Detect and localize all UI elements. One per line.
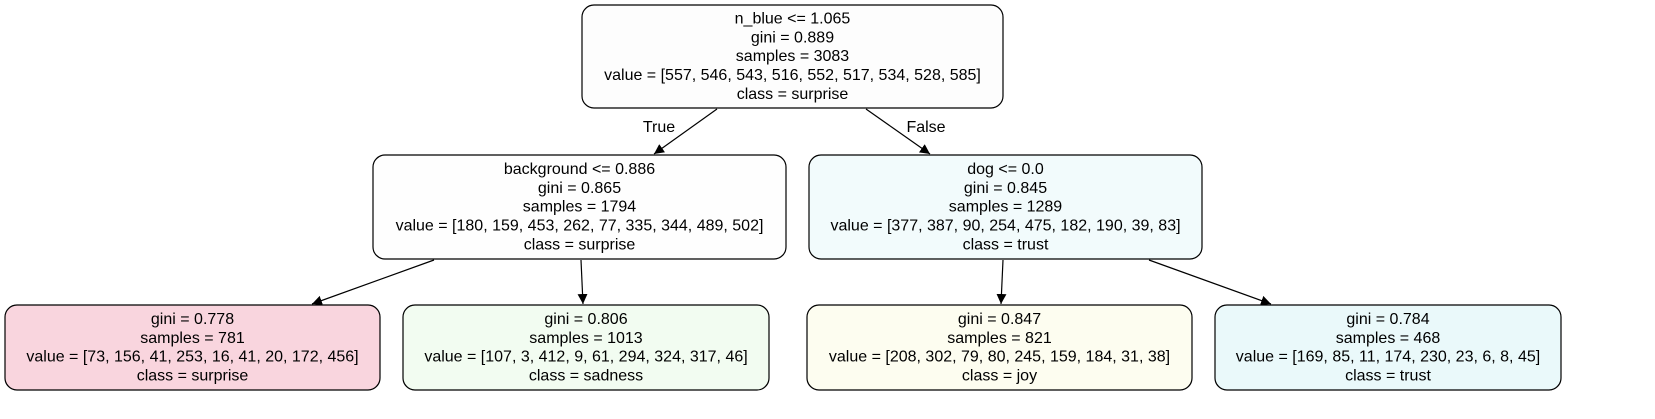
tree-node-right: dog <= 0.0 gini = 0.845 samples = 1289 valu… <box>808 154 1203 260</box>
node-line: gini = 0.847 <box>958 311 1041 328</box>
node-line: n_blue <= 1.065 <box>735 11 851 28</box>
node-line: class = trust <box>963 236 1049 253</box>
edge-label-false: False <box>906 119 945 136</box>
node-line: gini = 0.889 <box>751 29 834 46</box>
node-line: samples = 1289 <box>949 199 1063 216</box>
tree-node-right-right: gini = 0.784 samples = 468 value = [169, 8… <box>1214 304 1562 391</box>
node-line: class = sadness <box>529 367 643 384</box>
node-line: samples = 1013 <box>529 330 643 347</box>
node-line: gini = 0.845 <box>964 180 1047 197</box>
node-line: background <= 0.886 <box>504 161 655 178</box>
node-line: value = [107, 3, 412, 9, 61, 294, 324, 3… <box>424 349 747 366</box>
node-box <box>372 154 787 260</box>
node-line: gini = 0.806 <box>544 311 627 328</box>
node-line: class = joy <box>962 367 1037 384</box>
node-line: class = trust <box>1345 367 1431 384</box>
node-line: value = [377, 387, 90, 254, 475, 182, 19… <box>830 218 1180 235</box>
node-line: gini = 0.865 <box>538 180 621 197</box>
node-box <box>402 304 770 391</box>
node-line: class = surprise <box>524 236 636 253</box>
edge-left-to-left-right <box>577 259 588 305</box>
node-line: gini = 0.778 <box>151 311 234 328</box>
node-box <box>4 304 381 391</box>
node-box <box>581 4 1004 109</box>
edge-root-to-left <box>653 108 718 155</box>
node-box <box>806 304 1193 391</box>
edge-right-to-right-right <box>1148 259 1272 306</box>
edge-root-to-right <box>865 108 931 155</box>
node-line: samples = 821 <box>947 330 1052 347</box>
node-line: value = [557, 546, 543, 516, 552, 517, 5… <box>604 67 981 84</box>
node-line: class = surprise <box>737 86 849 103</box>
node-box <box>808 154 1203 260</box>
node-line: value = [169, 85, 11, 174, 230, 23, 6, 8… <box>1236 349 1540 366</box>
tree-node-left-left: gini = 0.778 samples = 781 value = [73, 15… <box>4 304 381 391</box>
edges-layer: True False <box>311 108 1272 306</box>
edge-label-true: True <box>643 119 675 136</box>
node-line: value = [180, 159, 453, 262, 77, 335, 34… <box>396 218 764 235</box>
node-line: samples = 3083 <box>736 48 850 65</box>
node-line: samples = 1794 <box>523 199 637 216</box>
node-line: value = [208, 302, 79, 80, 245, 159, 184… <box>829 349 1170 366</box>
tree-node-left-right: gini = 0.806 samples = 1013 value = [107, … <box>402 304 770 391</box>
node-box <box>1214 304 1562 391</box>
edge-right-to-right-left <box>996 259 1007 305</box>
edge-left-to-left-left <box>311 259 435 306</box>
node-line: gini = 0.784 <box>1346 311 1429 328</box>
node-line: samples = 781 <box>140 330 245 347</box>
node-line: class = surprise <box>137 367 249 384</box>
node-line: samples = 468 <box>1336 330 1441 347</box>
node-line: dog <= 0.0 <box>967 161 1044 178</box>
tree-node-right-left: gini = 0.847 samples = 821 value = [208, 3… <box>806 304 1193 391</box>
tree-node-left: background <= 0.886 gini = 0.865 samples =… <box>372 154 787 260</box>
node-line: value = [73, 156, 41, 253, 16, 41, 20, 1… <box>26 349 358 366</box>
